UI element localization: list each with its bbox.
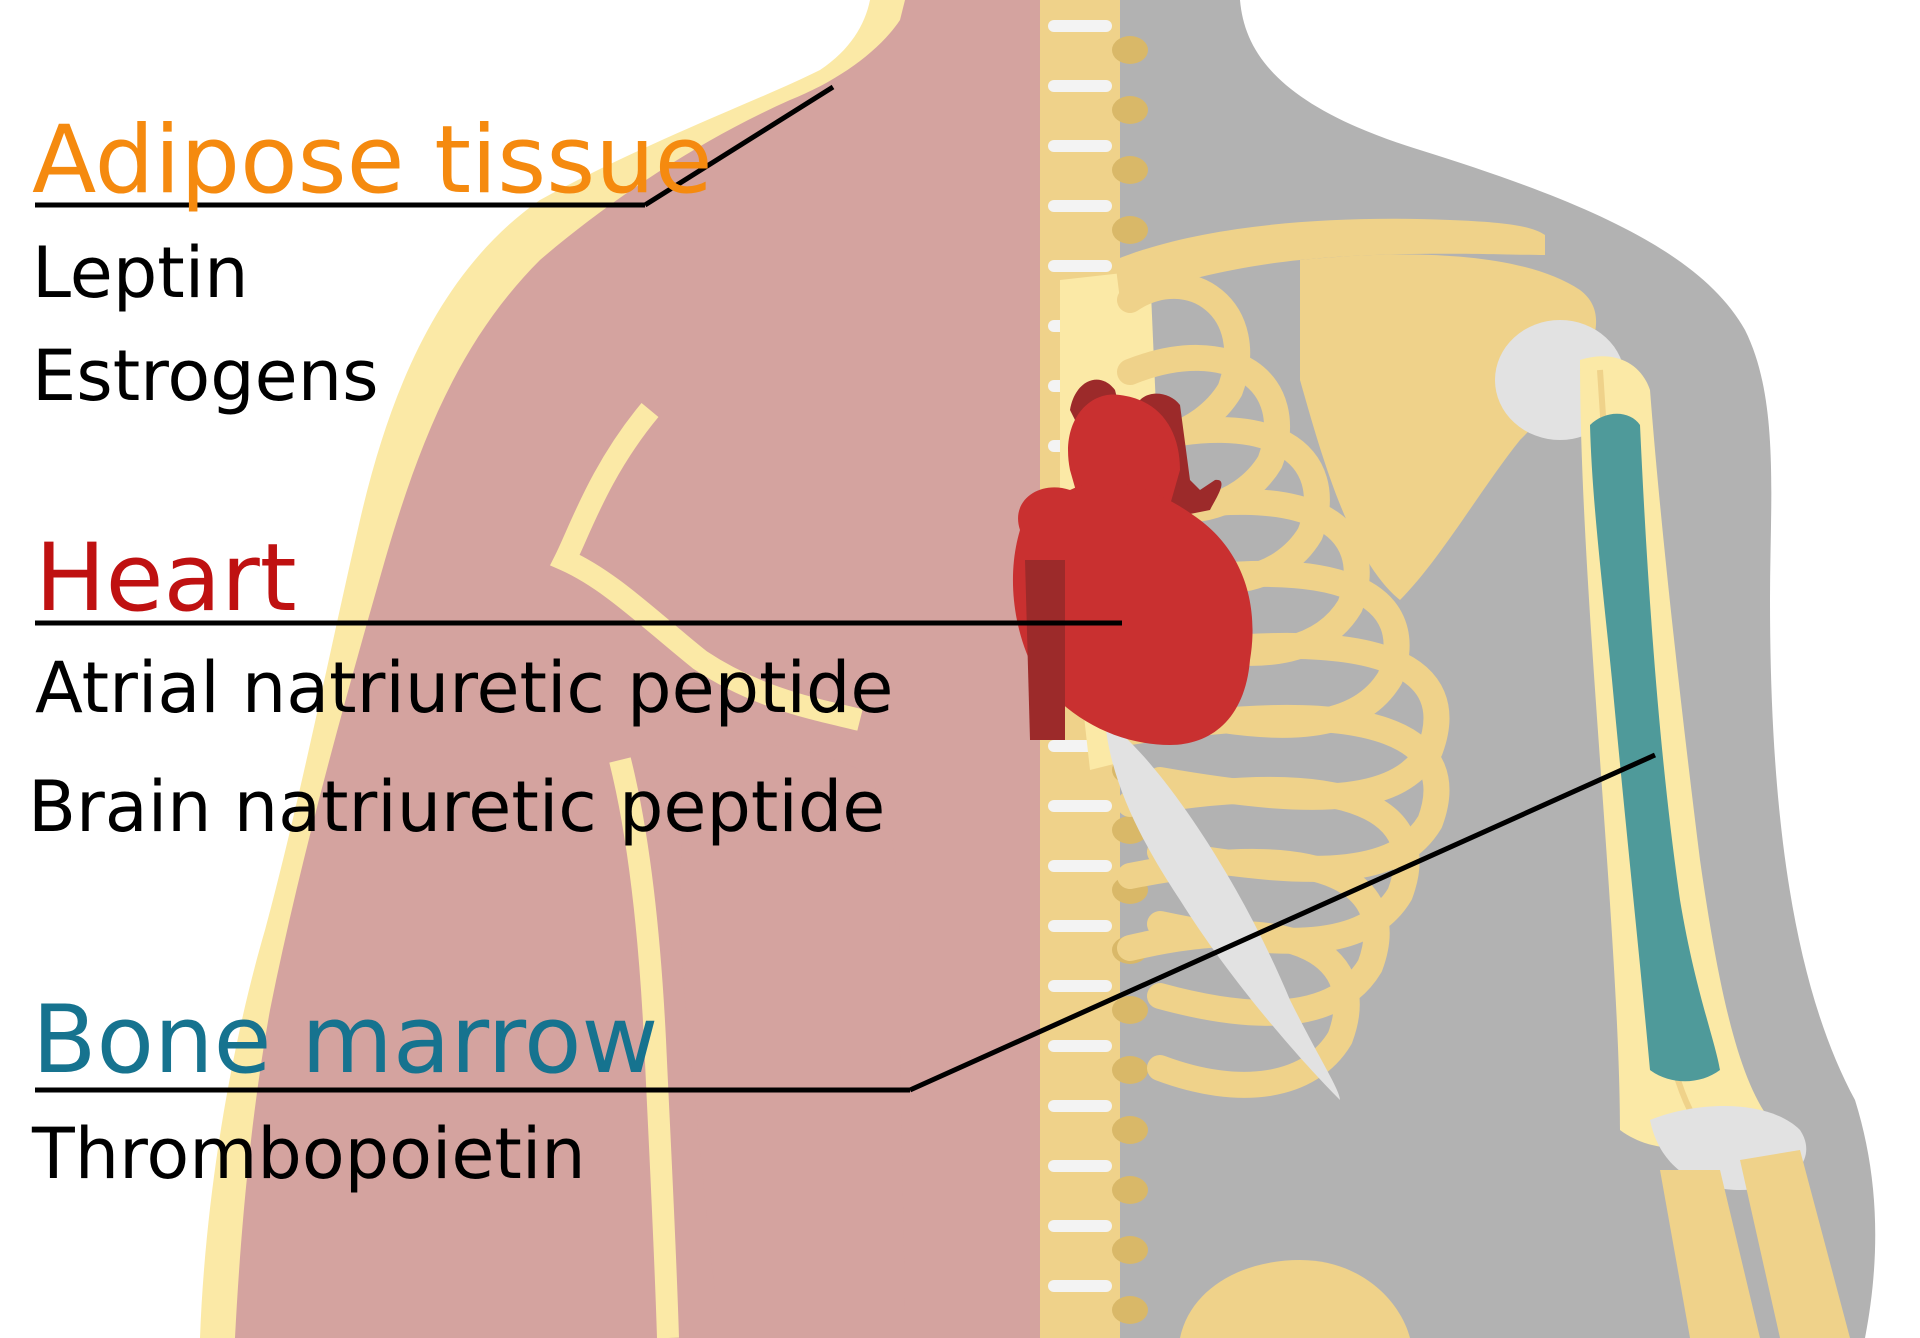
vertebra-process <box>1112 1056 1148 1084</box>
vertebra-process <box>1112 996 1148 1024</box>
forearm-bones <box>1660 1150 1850 1338</box>
heart-title: Heart <box>35 524 297 633</box>
hormone-estrogens: Estrogens <box>32 335 379 417</box>
vertebra-disc <box>1048 1280 1112 1292</box>
heart-body <box>1012 481 1253 745</box>
hormone-atrial-natriuretic-peptide: Atrial natriuretic peptide <box>35 647 894 729</box>
vertebra-process <box>1112 216 1148 244</box>
arm-muscle-left <box>680 740 905 1338</box>
vertebra-disc <box>1048 20 1112 32</box>
clavicle <box>1115 218 1545 300</box>
vertebra-process <box>1112 36 1148 64</box>
vertebra-disc <box>1048 980 1112 992</box>
adipose-tissue-title: Adipose tissue <box>32 106 713 215</box>
vertebra-disc <box>1048 140 1112 152</box>
vertebra-disc <box>1048 1040 1112 1052</box>
vertebra-process <box>1112 1176 1148 1204</box>
hormone-brain-natriuretic-peptide: Brain natriuretic peptide <box>28 766 885 848</box>
vertebra-process <box>1112 1116 1148 1144</box>
vertebra-disc <box>1048 800 1112 812</box>
vertebra-process <box>1112 96 1148 124</box>
vertebra-disc <box>1048 200 1112 212</box>
vena-cava <box>1025 560 1065 740</box>
vertebra-process <box>1112 1296 1148 1324</box>
pelvis-top <box>1180 1260 1410 1338</box>
bone-marrow-cavity <box>1590 413 1720 1082</box>
vertebra-disc <box>1048 860 1112 872</box>
adipose-leader-line-diag <box>643 84 835 208</box>
vertebra-disc <box>1048 260 1112 272</box>
vertebra-process <box>1112 156 1148 184</box>
pectoral-fold <box>550 402 863 1338</box>
hormone-thrombopoietin: Thrombopoietin <box>31 1113 586 1195</box>
vertebra-disc <box>1048 1160 1112 1172</box>
costal-cartilage <box>1105 720 1340 1100</box>
vertebra-disc <box>1048 1100 1112 1112</box>
rib <box>1117 848 1390 1026</box>
bone-marrow-leader-line-diag <box>908 752 1657 1093</box>
bone-marrow-title: Bone marrow <box>32 986 658 1095</box>
vertebra-process <box>1112 1236 1148 1264</box>
vertebra-disc <box>1048 920 1112 932</box>
heart-organ <box>1012 379 1253 745</box>
hormone-leptin: Leptin <box>32 232 249 314</box>
vertebra-disc <box>1048 80 1112 92</box>
vertebra-disc <box>1048 1220 1112 1232</box>
